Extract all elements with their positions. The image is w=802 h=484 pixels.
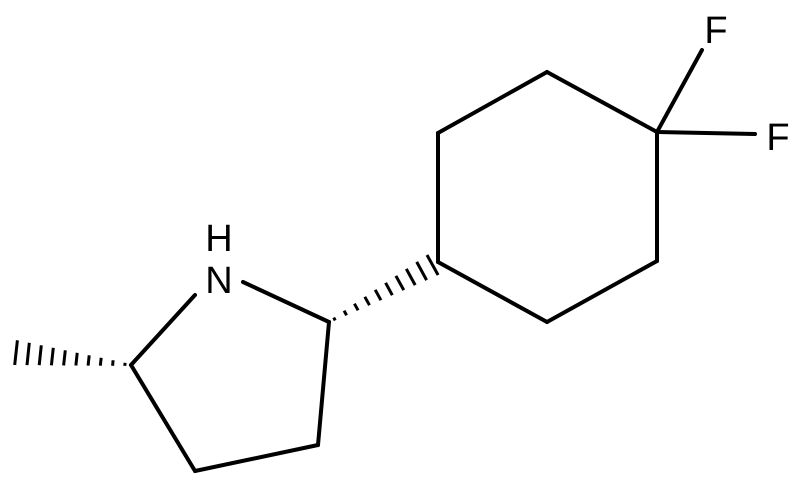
hash-stripe bbox=[404, 268, 417, 286]
hashed-wedge-bond-methyl bbox=[13, 340, 127, 367]
hash-stripe bbox=[425, 254, 440, 276]
hash-stripe bbox=[373, 289, 383, 301]
hash-stripe bbox=[13, 340, 19, 366]
pyrrolidine-ring bbox=[129, 280, 331, 473]
bond-n-c2 bbox=[241, 280, 331, 324]
atom-label-hydrogen: H bbox=[205, 218, 232, 260]
hash-stripe bbox=[62, 350, 67, 366]
atom-label-nitrogen: N bbox=[205, 260, 232, 302]
hash-stripe bbox=[25, 342, 31, 366]
bond-ring-f bbox=[436, 260, 549, 324]
hash-stripe bbox=[86, 355, 91, 366]
bond-ring-e bbox=[545, 259, 659, 324]
bond-c2-c3 bbox=[316, 320, 331, 447]
bond-ring-c bbox=[545, 70, 659, 134]
bond-c-f-right bbox=[655, 130, 757, 136]
bond-c3-c4 bbox=[193, 443, 320, 473]
hash-stripe bbox=[415, 261, 428, 281]
hashed-wedge-bond-cyclohexyl bbox=[332, 254, 440, 322]
hash-stripe bbox=[111, 360, 115, 366]
hash-stripe bbox=[384, 282, 394, 296]
hash-stripe bbox=[353, 302, 360, 312]
bond-c5-n bbox=[129, 293, 197, 367]
hash-stripe bbox=[37, 345, 43, 366]
bond-c4-c5 bbox=[129, 363, 197, 473]
hash-stripe bbox=[98, 357, 103, 366]
bond-ring-b bbox=[436, 70, 549, 135]
hash-stripe bbox=[49, 347, 55, 366]
hash-stripe bbox=[363, 296, 371, 306]
cyclohexane-ring bbox=[436, 70, 659, 324]
hash-stripe bbox=[394, 275, 406, 291]
hash-stripe bbox=[342, 309, 348, 317]
hash-stripe bbox=[74, 352, 79, 366]
atom-label-fluorine-top: F bbox=[704, 10, 727, 52]
bond-c-f-top bbox=[655, 48, 704, 134]
atom-label-fluorine-right: F bbox=[766, 117, 789, 159]
hash-stripe bbox=[332, 316, 337, 322]
